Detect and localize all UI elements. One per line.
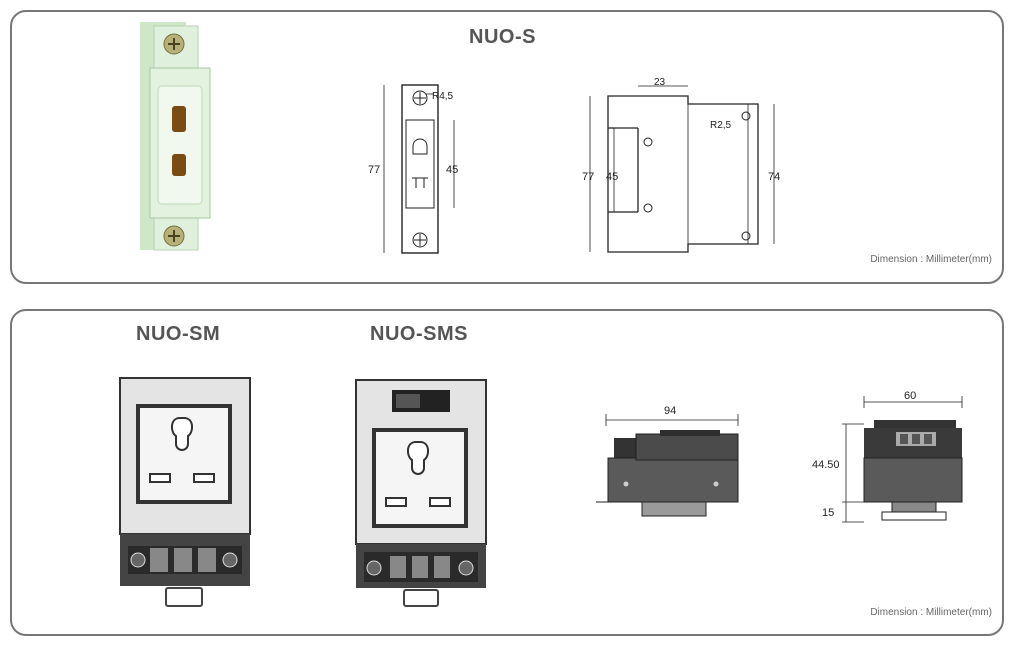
side-height-label: 77 — [582, 171, 594, 183]
end-width-label: 60 — [904, 390, 916, 402]
title-nuo-sm: NUO-SM — [136, 323, 221, 345]
dimension-note-top: Dimension : Millimeter(mm) — [870, 254, 992, 265]
front-radius-label: R4,5 — [432, 91, 454, 102]
side-length-label: 94 — [664, 405, 676, 417]
bottom-end-view: 60 44.50 15 — [812, 390, 963, 523]
side-width-label: 23 — [654, 77, 666, 88]
end-height-label: 44.50 — [812, 459, 840, 471]
bottom-side-view: 94 — [596, 405, 739, 517]
side-inner-height-label: 45 — [606, 171, 618, 183]
product-nuo-sm — [119, 377, 251, 607]
front-view-drawing: 77 45 R4,5 — [368, 84, 458, 254]
title-nuo-s: NUO-S — [469, 26, 536, 48]
dimension-note-bottom: Dimension : Millimeter(mm) — [870, 607, 992, 618]
side-radius-label: R2,5 — [710, 120, 732, 131]
product-nuo-sms — [355, 379, 487, 607]
side-right-height-label: 74 — [768, 171, 780, 183]
front-socket-height-label: 45 — [446, 164, 458, 176]
end-base-label: 15 — [822, 507, 834, 519]
title-nuo-sms: NUO-SMS — [370, 323, 468, 345]
product-photo-nuo-s — [140, 22, 211, 251]
front-height-label: 77 — [368, 164, 380, 176]
side-view-drawing: 23 R2,5 77 45 74 — [582, 77, 780, 253]
